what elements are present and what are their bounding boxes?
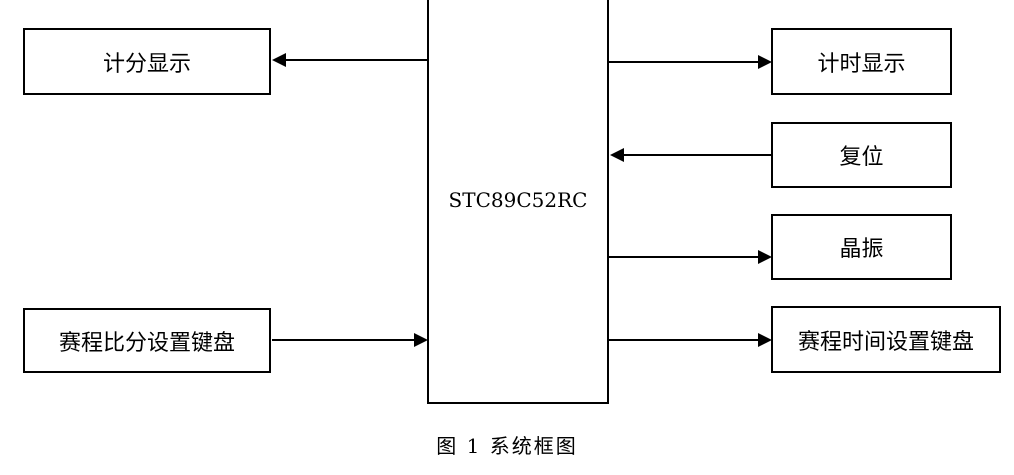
time-display-label: 计时显示 <box>817 51 906 77</box>
reset-label: 复位 <box>839 145 884 170</box>
time-display-block: 计时显示 <box>771 28 952 95</box>
mcu-block: STC89C52RC <box>427 0 609 404</box>
mcu-label: STC89C52RC <box>448 188 588 212</box>
crystal-label: 晶振 <box>839 237 884 262</box>
score-display-label: 计分显示 <box>102 51 191 77</box>
score-keypad-block: 赛程比分设置键盘 <box>23 308 271 373</box>
crystal-block: 晶振 <box>771 214 952 280</box>
time-keypad-label: 赛程时间设置键盘 <box>797 329 974 355</box>
score-display-block: 计分显示 <box>23 28 271 95</box>
time-keypad-block: 赛程时间设置键盘 <box>771 306 1001 373</box>
reset-block: 复位 <box>771 122 952 188</box>
score-keypad-label: 赛程比分设置键盘 <box>58 330 235 356</box>
figure-caption: 图 1 系统框图 <box>436 434 578 458</box>
